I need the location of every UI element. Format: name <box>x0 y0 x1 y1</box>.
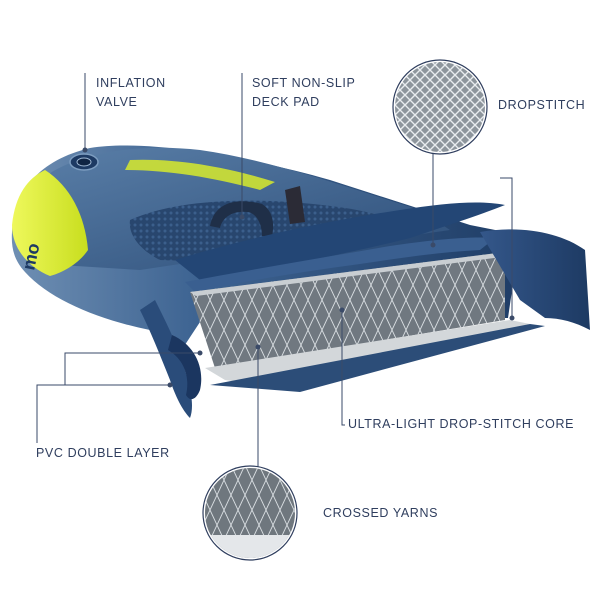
bottom-fabric-layer <box>205 320 530 385</box>
label-crossed-yarns: CROSSED YARNS <box>323 504 438 523</box>
left-pvc-peel-inner <box>168 335 202 400</box>
crossed-yarns-magnifier <box>202 465 298 561</box>
label-inflation-valve: INFLATION VALVE <box>96 74 166 112</box>
label-pvc-double-layer: PVC DOUBLE LAYER <box>36 444 170 463</box>
label-deck-pad-line1: SOFT NON-SLIP <box>252 76 356 90</box>
callout-dots <box>82 147 515 388</box>
carry-handle <box>210 201 274 236</box>
top-pvc-layer-outer <box>175 202 505 280</box>
label-dropstitch: DROPSTITCH <box>498 96 585 115</box>
callout-lines <box>36 73 513 468</box>
top-pvc-layer-inner <box>185 237 495 292</box>
label-inflation-valve-line2: VALVE <box>96 95 138 109</box>
bottom-hull-layer <box>210 324 545 392</box>
label-inflation-valve-line1: INFLATION <box>96 76 166 90</box>
label-crossed-yarns-text: CROSSED YARNS <box>323 506 439 520</box>
lime-rail-accent <box>12 170 88 276</box>
bungee-strap <box>285 186 305 224</box>
callout-line-dropstitch-right <box>500 177 513 316</box>
label-deck-pad: SOFT NON-SLIP DECK PAD <box>252 74 355 112</box>
label-dropstitch-text: DROPSTITCH <box>498 98 586 112</box>
left-pvc-peel-outer <box>140 300 193 418</box>
right-rail-skin <box>480 229 590 330</box>
dropstitch-magnifier <box>392 59 488 155</box>
callout-line-drop-stitch-core <box>341 312 345 426</box>
lime-top-stripe <box>125 159 275 190</box>
drop-stitch-core <box>190 252 510 368</box>
label-drop-stitch-core-text: ULTRA-LIGHT DROP-STITCH CORE <box>348 417 575 431</box>
inflation-valve-graphic <box>69 153 99 171</box>
label-pvc-double-layer-text: PVC DOUBLE LAYER <box>36 446 170 460</box>
label-drop-stitch-core: ULTRA-LIGHT DROP-STITCH CORE <box>348 415 574 434</box>
deck-pad <box>129 200 380 261</box>
label-deck-pad-line2: DECK PAD <box>252 95 320 109</box>
